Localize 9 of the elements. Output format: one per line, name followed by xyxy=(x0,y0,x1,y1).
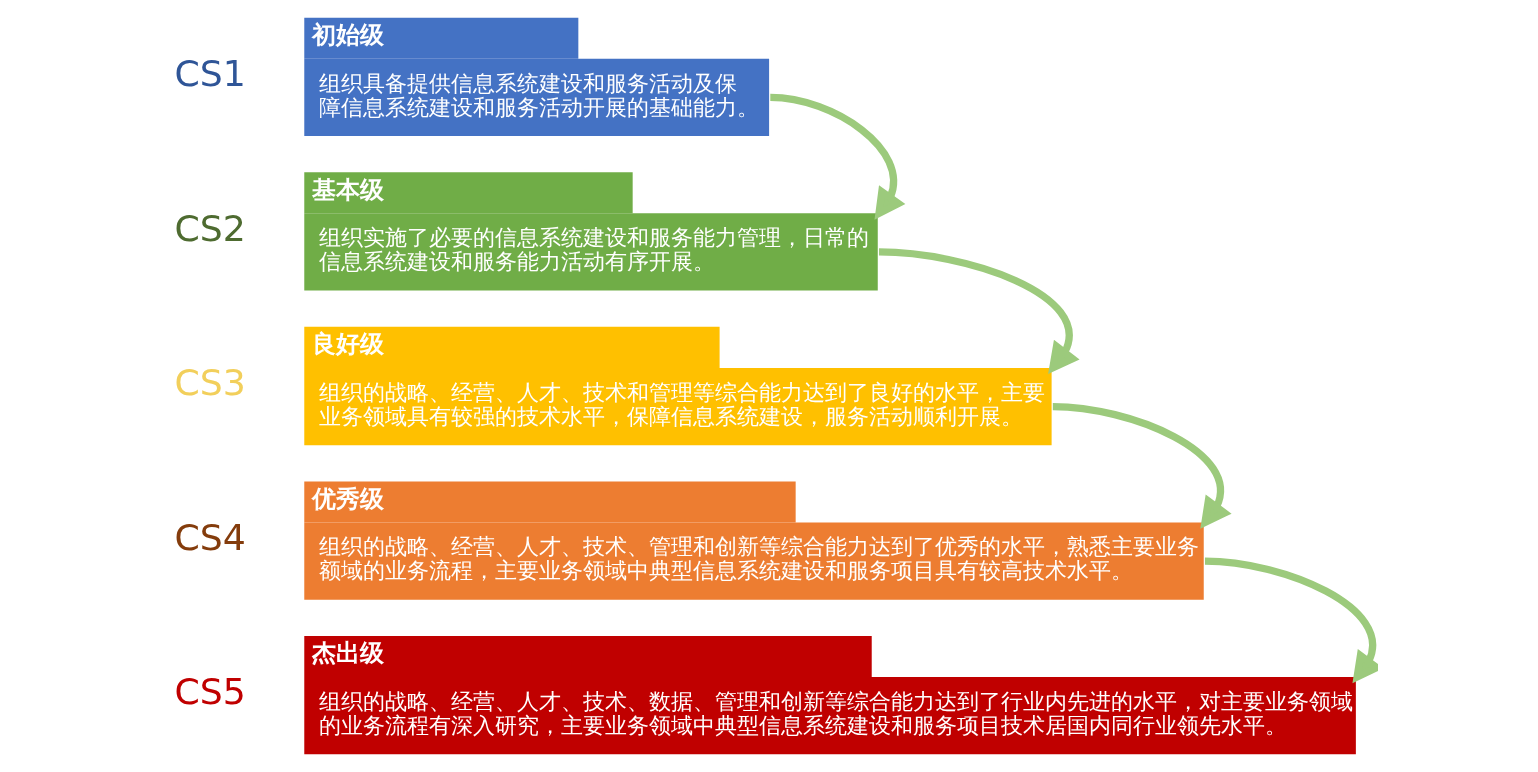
node-label: CS3 xyxy=(174,361,246,405)
arrow xyxy=(878,248,1080,375)
node-label: CS2 xyxy=(174,206,246,250)
node-label: CS4 xyxy=(174,515,246,559)
arrow xyxy=(770,93,906,220)
node-label: CS5 xyxy=(174,670,246,714)
arrow xyxy=(1052,402,1232,529)
node-label: CS1 xyxy=(174,51,246,95)
arrow xyxy=(1204,557,1378,684)
